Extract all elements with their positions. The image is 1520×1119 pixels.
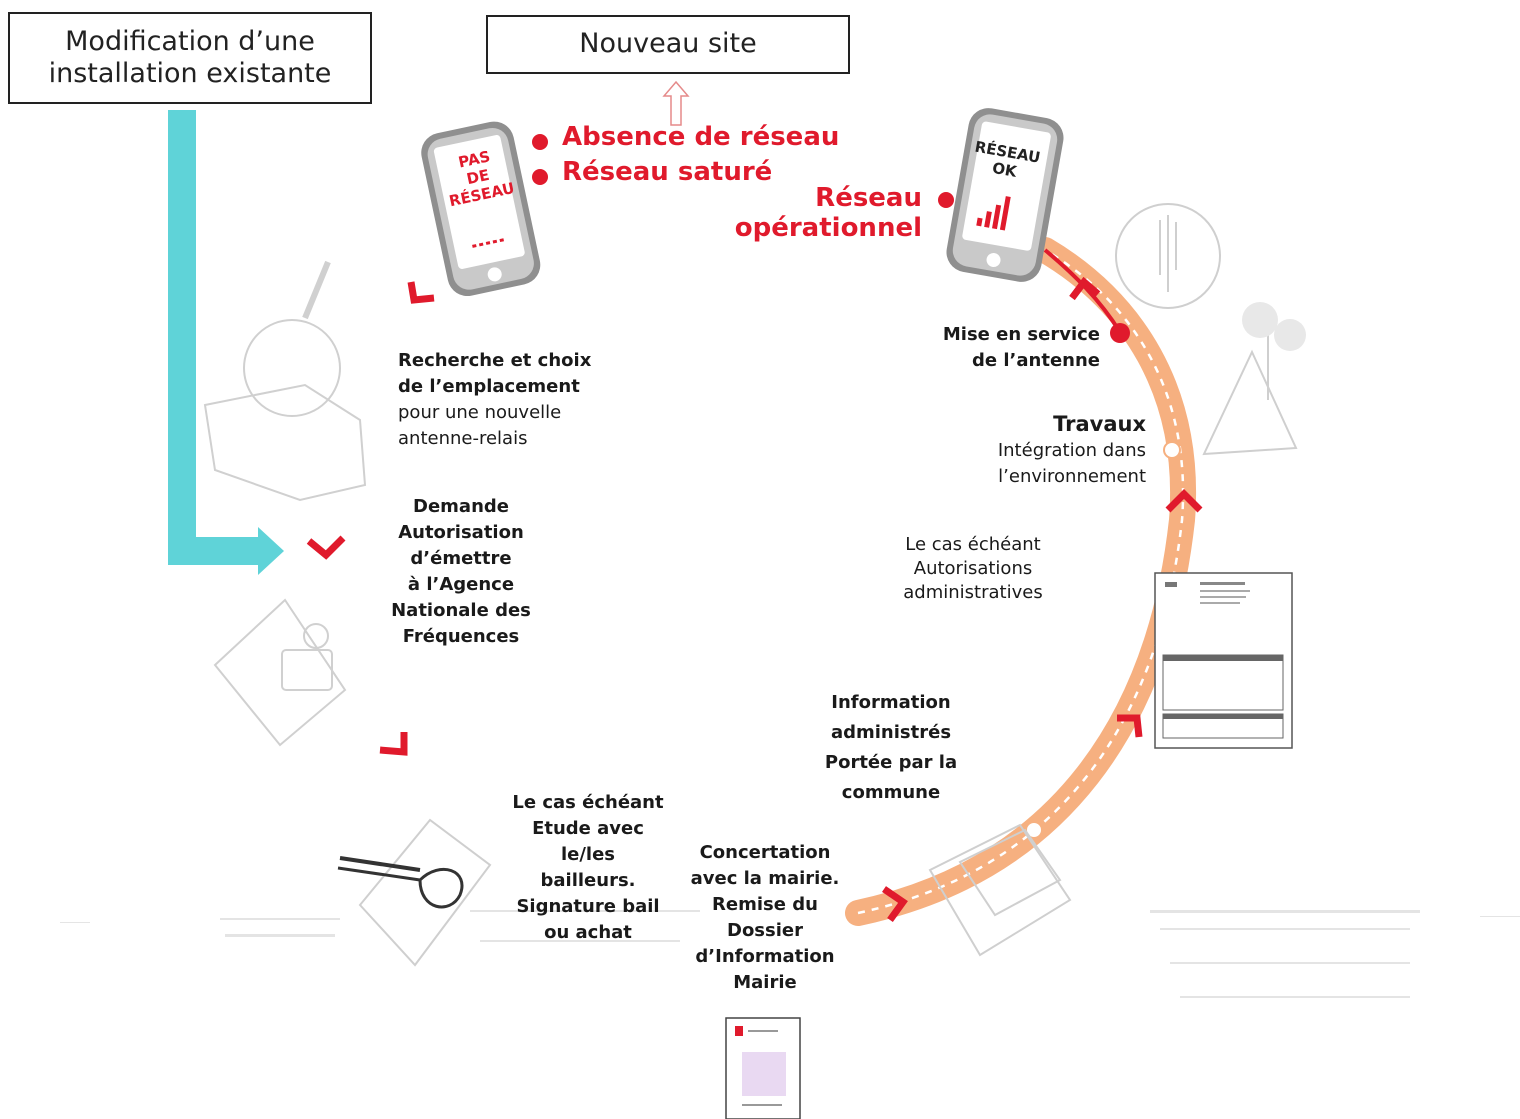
step-landlords-lease: Le cas échéant Etude avec le/les bailleu…: [512, 792, 664, 943]
keys-icon: [337, 818, 492, 967]
chevron-icon: [1069, 276, 1101, 301]
bullet-icon: [532, 134, 548, 150]
bullet-icon: [532, 169, 548, 185]
document-icon: [1154, 572, 1293, 749]
scan-artifacts: [60, 910, 1520, 998]
cause-saturated-network: Réseau saturé: [562, 157, 773, 187]
chevron-icon: [882, 886, 908, 923]
step-works: Travaux Intégration dans l’environnement: [997, 412, 1146, 487]
step-anfr-authorization: Demande Autorisation d’émettre à l’Agenc…: [391, 496, 531, 647]
file-icon: [928, 823, 1072, 957]
up-arrow-icon: [662, 80, 690, 126]
step-search-location: Recherche et choix de l’emplacement pour…: [398, 350, 592, 449]
mayor-document-icon: [725, 1017, 801, 1119]
operational-network-label: Réseau opérationnel: [734, 183, 922, 243]
stamp-icon: [213, 598, 347, 747]
chevron-icon: [1117, 714, 1143, 738]
phone-no-network-icon: [421, 121, 541, 297]
magnifier-icon: [203, 260, 367, 502]
construction-sign-icon: [1202, 302, 1306, 456]
bullet-icon: [938, 192, 954, 208]
teal-arrow: [168, 110, 284, 575]
existing-installation-box: Modification d’une installation existant…: [8, 12, 372, 104]
step-residents-information: Information administrés Portée par la co…: [824, 692, 958, 803]
new-site-box: Nouveau site: [486, 15, 850, 74]
step-commissioning: Mise en service de l’antenne: [942, 324, 1100, 371]
phone-network-ok-icon: [946, 108, 1064, 282]
cause-no-network: Absence de réseau: [562, 122, 840, 152]
step-administrative-authorizations: Le cas échéant Autorisations administrat…: [903, 534, 1043, 603]
chevron-icons: [306, 276, 1203, 923]
chevron-icon: [306, 535, 346, 560]
chevron-icon: [407, 281, 435, 304]
antenna-icon: [1115, 203, 1221, 309]
step-mayor-consultation: Concertation avec la mairie. Remise du D…: [690, 842, 840, 993]
chevron-icon: [379, 732, 408, 756]
chevron-icon: [1165, 489, 1203, 513]
